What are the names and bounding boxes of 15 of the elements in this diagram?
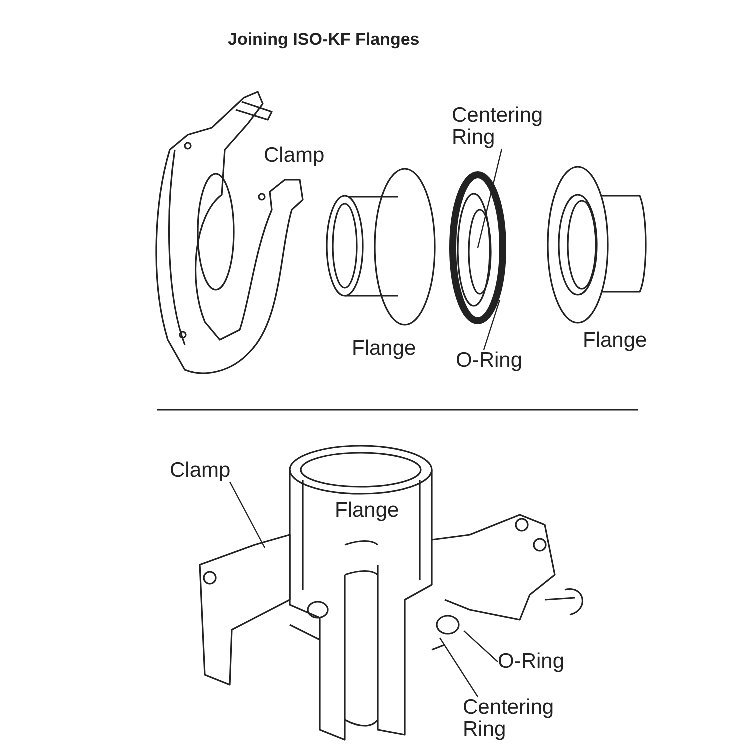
part-label: O-Ring [456, 350, 536, 372]
leader-line [440, 638, 478, 698]
part-label: Clamp [264, 145, 325, 167]
leader-line [229, 482, 266, 548]
diagram-title: Joining ISO-KF Flanges [228, 30, 420, 50]
part-label: Flange [335, 500, 400, 522]
leader-line [483, 300, 501, 350]
part-label: Centering Ring [463, 697, 563, 741]
part-label: Flange [583, 330, 648, 352]
part-label: O-Ring [498, 651, 578, 673]
part-label: Flange [352, 338, 416, 360]
part-label: Centering Ring [452, 105, 552, 149]
leader-line [464, 630, 498, 662]
leader-line [477, 148, 503, 248]
part-label: Clamp [170, 460, 250, 482]
